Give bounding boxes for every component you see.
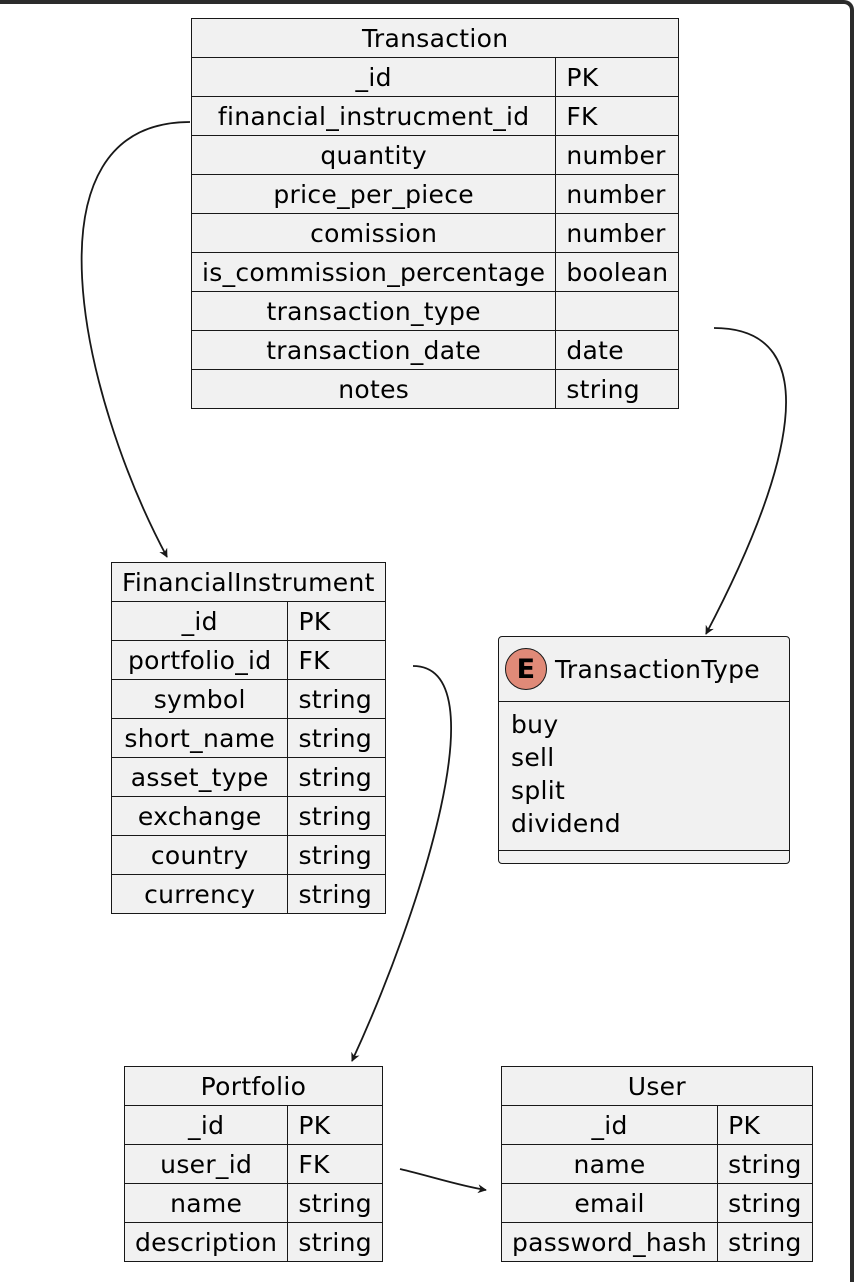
arrow-financial-instrument-to-portfolio xyxy=(351,665,452,1062)
entity-title: Portfolio xyxy=(124,1066,383,1106)
field-type: string xyxy=(717,1183,813,1223)
field-name: description xyxy=(123,1222,289,1262)
field-row: short_name string xyxy=(110,718,386,758)
field-name: exchange xyxy=(110,796,289,836)
field-row: comission number xyxy=(190,213,680,253)
entity-portfolio: Portfolio _id PK user_id FK name string … xyxy=(123,1066,383,1262)
field-type: string xyxy=(287,796,386,836)
field-name: _id xyxy=(500,1105,719,1145)
field-name: email xyxy=(500,1183,719,1223)
field-row: country string xyxy=(110,835,386,875)
arrow-portfolio-to-user xyxy=(399,1168,487,1194)
field-row: password_hash string xyxy=(500,1222,813,1262)
field-type: FK xyxy=(287,640,386,680)
field-name: financial_instrucment_id xyxy=(190,96,557,136)
field-type xyxy=(555,291,680,331)
field-type: PK xyxy=(717,1105,813,1145)
field-type: string xyxy=(287,874,386,914)
field-type: PK xyxy=(287,601,386,641)
field-row: portfolio_id FK xyxy=(110,640,386,680)
field-row: quantity number xyxy=(190,135,680,175)
field-type: string xyxy=(717,1144,813,1184)
field-name: transaction_date xyxy=(190,330,557,370)
field-row: name string xyxy=(123,1183,383,1223)
enum-divider xyxy=(499,850,789,851)
field-row: email string xyxy=(500,1183,813,1223)
field-type: string xyxy=(287,757,386,797)
field-type: PK xyxy=(555,57,680,97)
field-name: _id xyxy=(190,57,557,97)
field-name: is_commission_percentage xyxy=(190,252,557,292)
enum-transaction-type: E TransactionType buy sell split dividen… xyxy=(498,636,790,864)
enum-badge-icon: E xyxy=(505,648,547,690)
field-row: _id PK xyxy=(123,1105,383,1145)
field-name: password_hash xyxy=(500,1222,719,1262)
field-type: string xyxy=(717,1222,813,1262)
field-type: string xyxy=(287,679,386,719)
field-type: PK xyxy=(287,1105,383,1145)
entity-title: FinancialInstrument xyxy=(111,562,386,602)
field-name: transaction_type xyxy=(190,291,557,331)
field-name: name xyxy=(500,1144,719,1184)
field-name: country xyxy=(110,835,289,875)
field-name: comission xyxy=(190,213,557,253)
field-name: short_name xyxy=(110,718,289,758)
field-row: asset_type string xyxy=(110,757,386,797)
field-type: string xyxy=(287,1183,383,1223)
field-row: transaction_date date xyxy=(190,330,680,370)
field-row: user_id FK xyxy=(123,1144,383,1184)
field-row: transaction_type xyxy=(190,291,680,331)
field-row: _id PK xyxy=(190,57,680,97)
field-row: financial_instrucment_id FK xyxy=(190,96,680,136)
field-type: number xyxy=(555,135,680,175)
enum-value: dividend xyxy=(511,809,621,838)
field-row: _id PK xyxy=(500,1105,813,1145)
field-name: user_id xyxy=(123,1144,289,1184)
field-type: boolean xyxy=(555,252,680,292)
field-row: notes string xyxy=(190,369,680,409)
field-type: string xyxy=(287,718,386,758)
field-name: _id xyxy=(110,601,289,641)
enum-value: split xyxy=(511,776,566,805)
field-name: _id xyxy=(123,1105,289,1145)
entity-financial-instrument: FinancialInstrument _id PK portfolio_id … xyxy=(110,562,386,914)
field-row: currency string xyxy=(110,874,386,914)
field-name: name xyxy=(123,1183,289,1223)
field-name: price_per_piece xyxy=(190,174,557,214)
field-name: portfolio_id xyxy=(110,640,289,680)
field-row: name string xyxy=(500,1144,813,1184)
field-name: quantity xyxy=(190,135,557,175)
field-row: _id PK xyxy=(110,601,386,641)
field-name: notes xyxy=(190,369,557,409)
field-row: symbol string xyxy=(110,679,386,719)
enum-header: E TransactionType xyxy=(499,637,789,702)
entity-transaction: Transaction _id PK financial_instrucment… xyxy=(190,18,680,409)
entity-title: User xyxy=(501,1066,813,1106)
field-type: string xyxy=(555,369,680,409)
field-row: price_per_piece number xyxy=(190,174,680,214)
field-type: string xyxy=(287,835,386,875)
field-type: number xyxy=(555,174,680,214)
field-row: description string xyxy=(123,1222,383,1262)
field-name: asset_type xyxy=(110,757,289,797)
field-row: is_commission_percentage boolean xyxy=(190,252,680,292)
field-name: currency xyxy=(110,874,289,914)
relationship-arrows xyxy=(80,121,787,1194)
enum-value: sell xyxy=(511,743,555,772)
entity-title: Transaction xyxy=(190,18,680,58)
field-type: string xyxy=(287,1222,383,1262)
field-name: symbol xyxy=(110,679,289,719)
arrow-transaction-to-financial-instrument xyxy=(80,121,191,558)
field-type: number xyxy=(555,213,680,253)
arrow-transaction-to-transaction-type xyxy=(705,327,787,635)
entity-user: User _id PK name string email string pas… xyxy=(500,1066,813,1262)
field-type: FK xyxy=(287,1144,383,1184)
field-type: FK xyxy=(555,96,680,136)
enum-value: buy xyxy=(511,710,559,739)
field-type: date xyxy=(555,330,680,370)
field-row: exchange string xyxy=(110,796,386,836)
enum-title: TransactionType xyxy=(555,654,760,684)
enum-values: buy sell split dividend xyxy=(499,702,789,840)
